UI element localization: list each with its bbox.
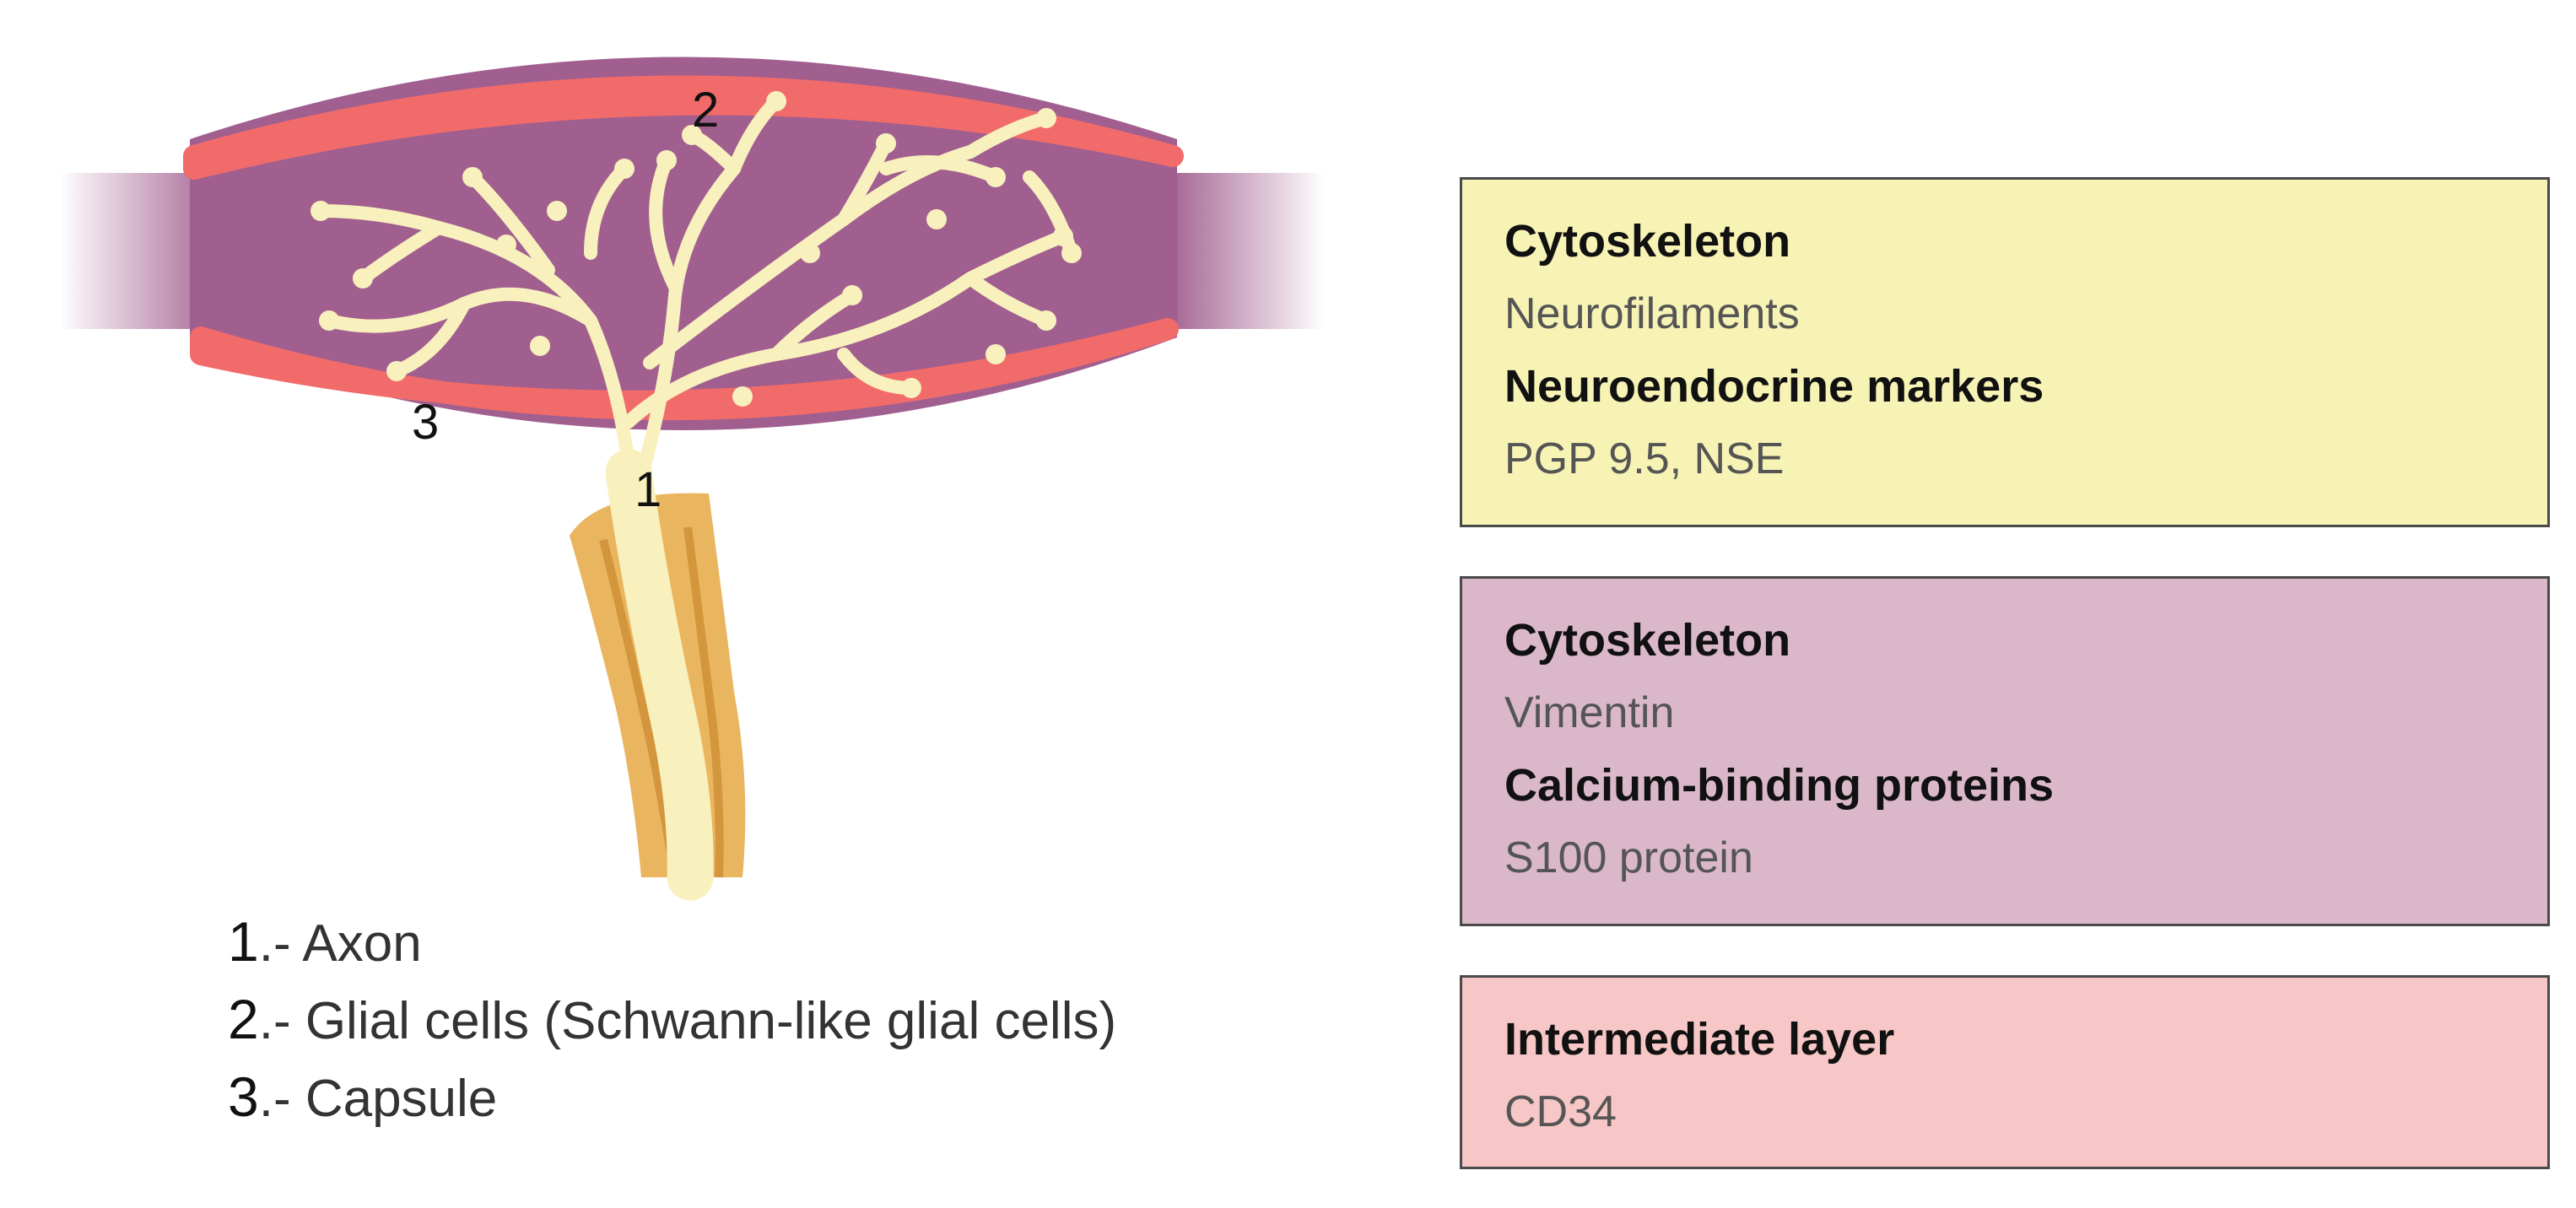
box-heading: Cytoskeleton: [1504, 216, 1791, 267]
label-glial-number: 2: [692, 83, 719, 138]
glial-markers-box: Cytoskeleton Vimentin Calcium-binding pr…: [1460, 576, 2550, 926]
box-heading: Neuroendocrine markers: [1504, 361, 2044, 412]
terminal-bulbs: [311, 91, 1082, 407]
legend-text: .- Glial cells (Schwann-like glial cells…: [258, 992, 1117, 1050]
legend-number: 2: [228, 988, 259, 1050]
axon-trunk: [605, 449, 714, 901]
capsule-markers-box: Intermediate layer CD34: [1460, 975, 2550, 1169]
tissue-band-right: [1164, 173, 1325, 329]
label-axon-number: 1: [635, 462, 662, 517]
capsule-bottom: [190, 318, 1179, 421]
capsule-top: [183, 75, 1184, 180]
axon-markers-box: Cytoskeleton Neurofilaments Neuroendocri…: [1460, 177, 2550, 527]
legend-item-axon: 1.- Axon: [228, 903, 1116, 980]
legend-text: .- Axon: [258, 914, 422, 973]
box-heading: Cytoskeleton: [1504, 615, 1791, 666]
legend: 1.- Axon 2.- Glial cells (Schwann-like g…: [228, 903, 1116, 1135]
label-capsule-number: 3: [412, 395, 439, 450]
box-value: Vimentin: [1504, 688, 1675, 737]
box-value: S100 protein: [1504, 833, 1753, 882]
box-heading: Calcium-binding proteins: [1504, 760, 2055, 811]
box-value: PGP 9.5, NSE: [1504, 434, 1785, 483]
legend-number: 1: [228, 910, 259, 973]
legend-item-capsule: 3.- Capsule: [228, 1058, 1116, 1135]
sheath-groove: [683, 526, 724, 878]
legend-item-glial: 2.- Glial cells (Schwann-like glial cell…: [228, 980, 1116, 1058]
box-heading: Intermediate layer: [1504, 1014, 1895, 1065]
box-value: Neurofilaments: [1504, 289, 1800, 338]
legend-text: .- Capsule: [258, 1070, 498, 1128]
legend-number: 3: [228, 1065, 259, 1128]
box-value: CD34: [1504, 1087, 1617, 1136]
